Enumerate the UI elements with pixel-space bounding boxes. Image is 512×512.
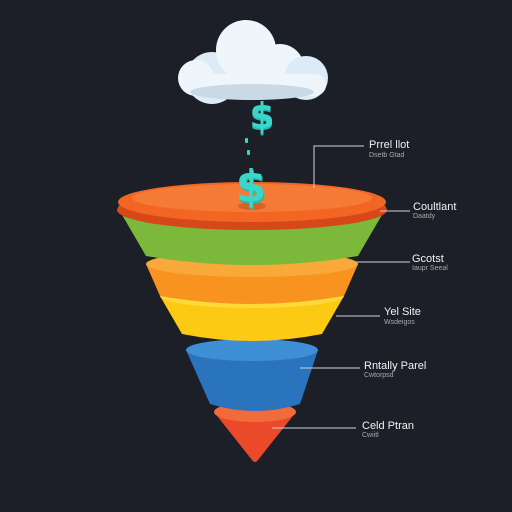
tier-2-subtitle: Daatdy bbox=[413, 213, 436, 220]
tier-4-subtitle: Wsdeigos bbox=[384, 319, 415, 326]
tier-3-title: Gcotst bbox=[412, 253, 444, 265]
tier-6-title: Celd Ptran bbox=[362, 420, 414, 432]
tier-5-subtitle: Cwtorpsd bbox=[364, 372, 394, 379]
tier-1-title: Prrel llot bbox=[369, 139, 410, 151]
svg-text:$: $ bbox=[236, 161, 267, 212]
funnel-tier-5 bbox=[186, 339, 318, 411]
leader-lines bbox=[272, 145, 410, 429]
cloud-icon bbox=[178, 20, 328, 104]
coin-drops bbox=[245, 138, 250, 155]
tier-3-subtitle: Iaupr Seeal bbox=[412, 265, 448, 272]
svg-text:$: $ bbox=[237, 163, 268, 214]
dollar-sign-icon: $ $ bbox=[236, 161, 268, 214]
tier-4-title: Yel Site bbox=[384, 306, 421, 318]
tier-6-subtitle: Cwiitl bbox=[362, 432, 379, 439]
tier-2-title: Coultlant bbox=[413, 201, 457, 213]
svg-text:$: $ bbox=[249, 96, 274, 137]
dollar-sign-icon: $ $ bbox=[249, 96, 274, 139]
leader-line-1 bbox=[313, 145, 364, 188]
tier-1-subtitle: Dsetb Gtad bbox=[369, 152, 405, 159]
tier-5-title: Rntally Parel bbox=[364, 360, 427, 372]
svg-text:$: $ bbox=[249, 98, 274, 139]
